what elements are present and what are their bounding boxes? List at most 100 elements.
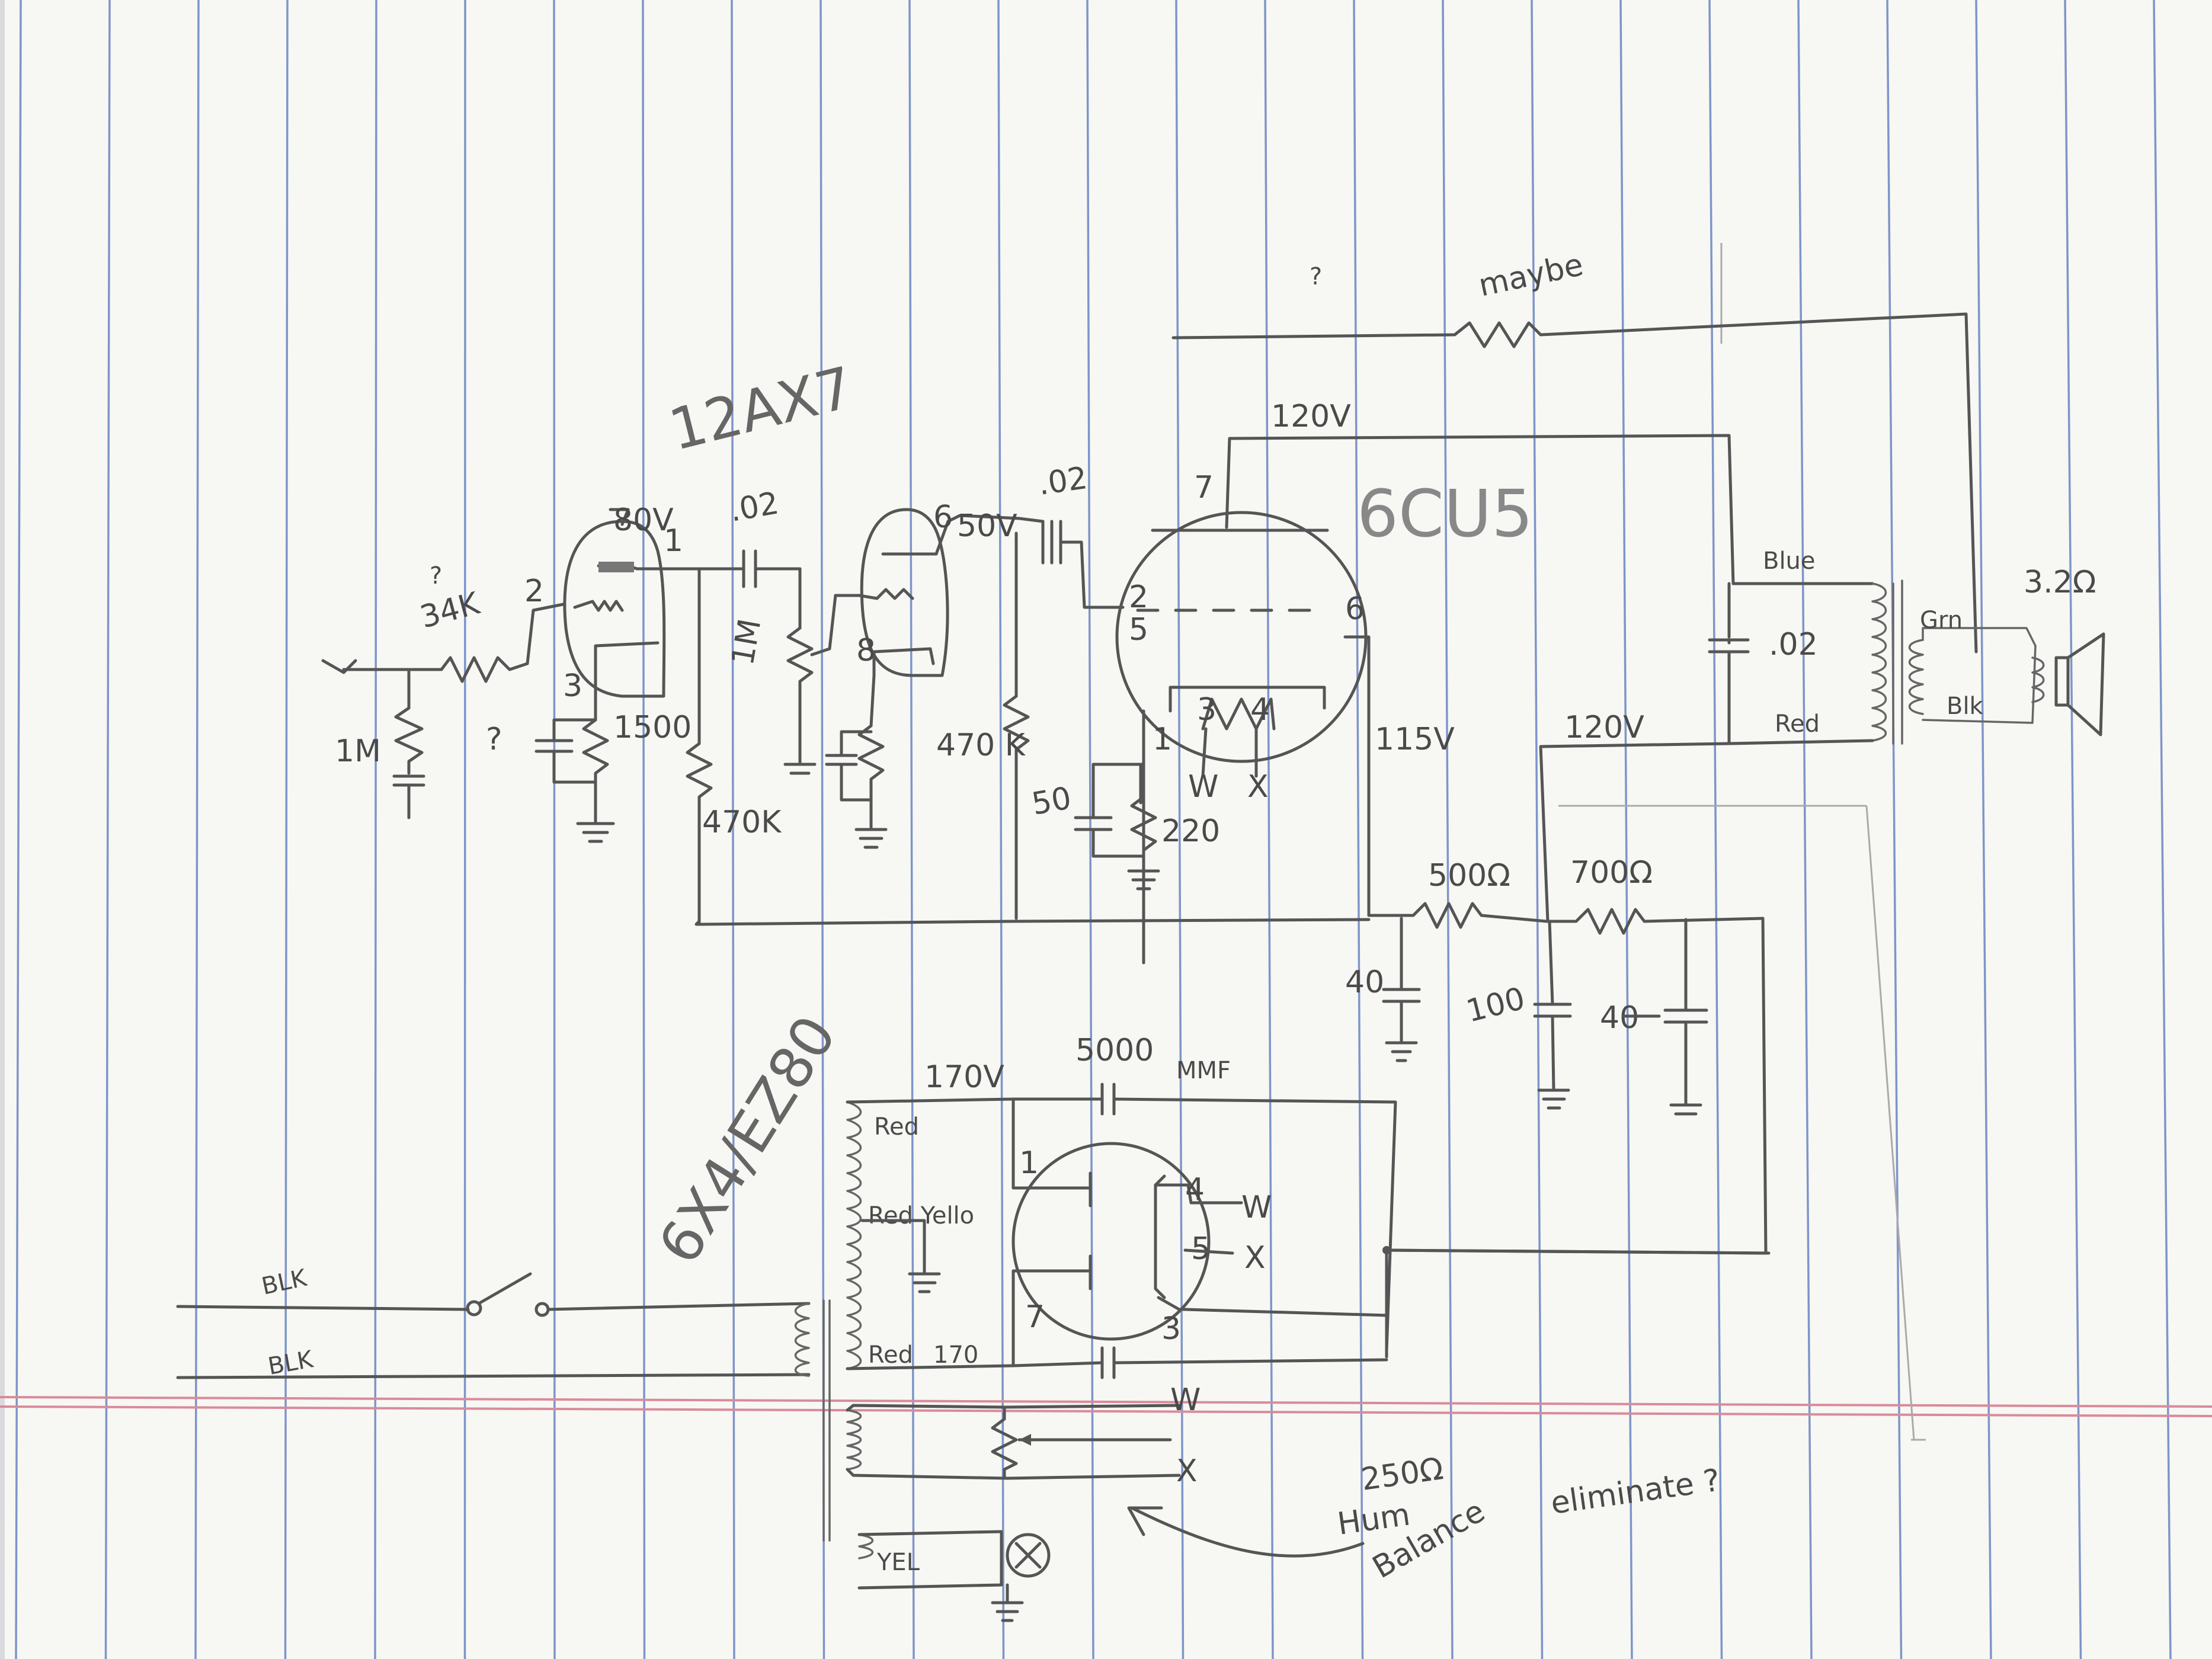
tube-label-6cu5: 6CU5 bbox=[1357, 476, 1533, 552]
pilot-lamp-icon bbox=[1006, 1533, 1051, 1578]
resistor-500 bbox=[1411, 902, 1548, 929]
resistor-470k-v1b bbox=[1003, 694, 1030, 920]
resistor-1m-input bbox=[394, 706, 424, 775]
label-speaker-ohms: 3.2Ω bbox=[2024, 565, 2096, 600]
label-pin-2b: 2 bbox=[1129, 579, 1148, 615]
label-pin-3b: 3 bbox=[1197, 692, 1217, 728]
label-c-coupling-2: .02 bbox=[1036, 460, 1089, 502]
pt-pilot-coil bbox=[858, 1533, 873, 1559]
tube-envelope-6x4 bbox=[1011, 1142, 1211, 1341]
label-rect-pin-1: 1 bbox=[1019, 1145, 1039, 1181]
pot-1m-volume bbox=[786, 626, 814, 766]
label-rect-x: X bbox=[1244, 1240, 1266, 1276]
label-ot-blue: Blue bbox=[1763, 547, 1816, 575]
coupling-cap-2: .02 470 K bbox=[936, 460, 1125, 920]
pt-heater-coil bbox=[846, 1409, 862, 1471]
ot-primary-coil bbox=[1871, 582, 1887, 742]
label-rect-pin-3: 3 bbox=[1161, 1311, 1181, 1347]
label-pt-red-bot: Red bbox=[868, 1341, 913, 1369]
ruled-line bbox=[1353, 0, 1364, 1659]
ruled-line bbox=[194, 0, 200, 1659]
resistor-470k-v1 bbox=[686, 742, 713, 926]
resistor-feedback bbox=[1453, 321, 1542, 348]
ruled-lines bbox=[15, 0, 2172, 1659]
ruled-line bbox=[1264, 0, 1274, 1659]
label-v1b-plate-volts: 50V bbox=[957, 508, 1017, 544]
ruled-line bbox=[374, 0, 377, 1659]
ruled-line bbox=[1975, 0, 1992, 1659]
label-v1-plate-volts: 80V bbox=[613, 502, 674, 538]
label-pin-4b: 4 bbox=[1250, 692, 1270, 728]
label-rect-volts-bot: 170 bbox=[933, 1341, 978, 1369]
label-ot-blk: Blk bbox=[1947, 693, 1984, 720]
ruled-line bbox=[1531, 0, 1544, 1659]
label-rect-pin-4: 4 bbox=[1185, 1172, 1205, 1208]
pt-primary-coil bbox=[795, 1302, 810, 1377]
ruled-line bbox=[642, 0, 646, 1659]
margin-lines bbox=[0, 1396, 2212, 1417]
label-pin-7: 7 bbox=[1194, 470, 1214, 505]
pt-hv-secondary bbox=[846, 1101, 862, 1370]
ruled-line bbox=[553, 0, 556, 1659]
label-input-q: ? bbox=[430, 562, 442, 590]
resistor-34k bbox=[440, 656, 529, 683]
ruled-line bbox=[1886, 0, 1903, 1659]
ruled-line bbox=[908, 0, 915, 1659]
ruled-line bbox=[463, 0, 466, 1659]
tube-envelope-v1b bbox=[860, 508, 949, 677]
label-screen-115v: 115V bbox=[1375, 722, 1455, 757]
hum-arrow-icon bbox=[1130, 1506, 1365, 1558]
label-hum-x: X bbox=[1176, 1453, 1198, 1489]
tube-envelope-v1a bbox=[563, 520, 666, 698]
label-plate-120v: 120V bbox=[1271, 399, 1351, 434]
label-pin-1: 1 bbox=[664, 523, 683, 559]
label-1m-input: 1M bbox=[335, 734, 381, 769]
label-hum-w: W bbox=[1170, 1382, 1201, 1418]
ot-secondary-coil bbox=[1909, 639, 1924, 715]
label-c-50: 50 bbox=[1029, 780, 1074, 822]
ruled-line bbox=[2153, 0, 2172, 1659]
label-pin-5: 5 bbox=[1129, 612, 1148, 648]
label-470k-b: 470 K bbox=[936, 728, 1026, 763]
label-c-5000: 5000 bbox=[1075, 1033, 1154, 1068]
label-pin-3: 3 bbox=[563, 668, 582, 704]
label-heater-x: X bbox=[1247, 769, 1269, 805]
label-1500: 1500 bbox=[613, 710, 692, 745]
label-rect-pin-7: 7 bbox=[1025, 1299, 1045, 1335]
resistor-1500 bbox=[582, 718, 609, 808]
power-switch-icon bbox=[466, 1300, 482, 1317]
label-rect-w: W bbox=[1241, 1190, 1272, 1225]
ruled-line bbox=[1175, 0, 1185, 1659]
label-r-500: 500Ω bbox=[1428, 858, 1510, 893]
label-heater-w: W bbox=[1188, 769, 1218, 805]
label-pot-1m: 1M bbox=[725, 616, 769, 668]
label-c-40-b: 40 bbox=[1600, 1000, 1639, 1036]
coupling-cap-1: .02 470K 1M bbox=[686, 485, 861, 926]
label-ot-red: Red bbox=[1775, 710, 1820, 738]
rectifier-section: Red Red Yello Red 170 170V 5000 MMF 1 7 bbox=[822, 1033, 1771, 1542]
resistor-700 bbox=[1546, 908, 1765, 935]
mains-input: BLK BLK bbox=[176, 1264, 811, 1381]
label-pilot-yel: YEL bbox=[876, 1549, 920, 1576]
ruled-line bbox=[284, 0, 289, 1659]
ruled-line bbox=[1619, 0, 1633, 1659]
label-rect-170v: 170V bbox=[924, 1059, 1004, 1095]
triode-v1a: 80V 1 3 1500 ? bbox=[486, 502, 701, 843]
label-bypass-q: ? bbox=[486, 722, 502, 757]
label-c-mmf: MMF bbox=[1176, 1057, 1231, 1084]
label-pin-6b: 6 bbox=[1345, 591, 1365, 627]
ruled-line bbox=[997, 0, 1005, 1659]
label-feedback-q: ? bbox=[1310, 263, 1322, 290]
label-bplus-120v: 120V bbox=[1564, 710, 1644, 745]
label-ot-grn: Grn bbox=[1920, 607, 1963, 634]
output-transformer: .02 Blue Red Grn Blk 3.2Ω bbox=[1708, 547, 2105, 745]
label-470k: 470K bbox=[702, 805, 782, 840]
ruled-line bbox=[104, 0, 111, 1659]
ruled-line bbox=[2064, 0, 2082, 1659]
label-pin-2: 2 bbox=[524, 574, 544, 609]
label-c-coupling-1: .02 bbox=[727, 485, 782, 529]
label-c-02-snubber: .02 bbox=[1769, 627, 1818, 662]
ruled-line bbox=[731, 0, 735, 1659]
